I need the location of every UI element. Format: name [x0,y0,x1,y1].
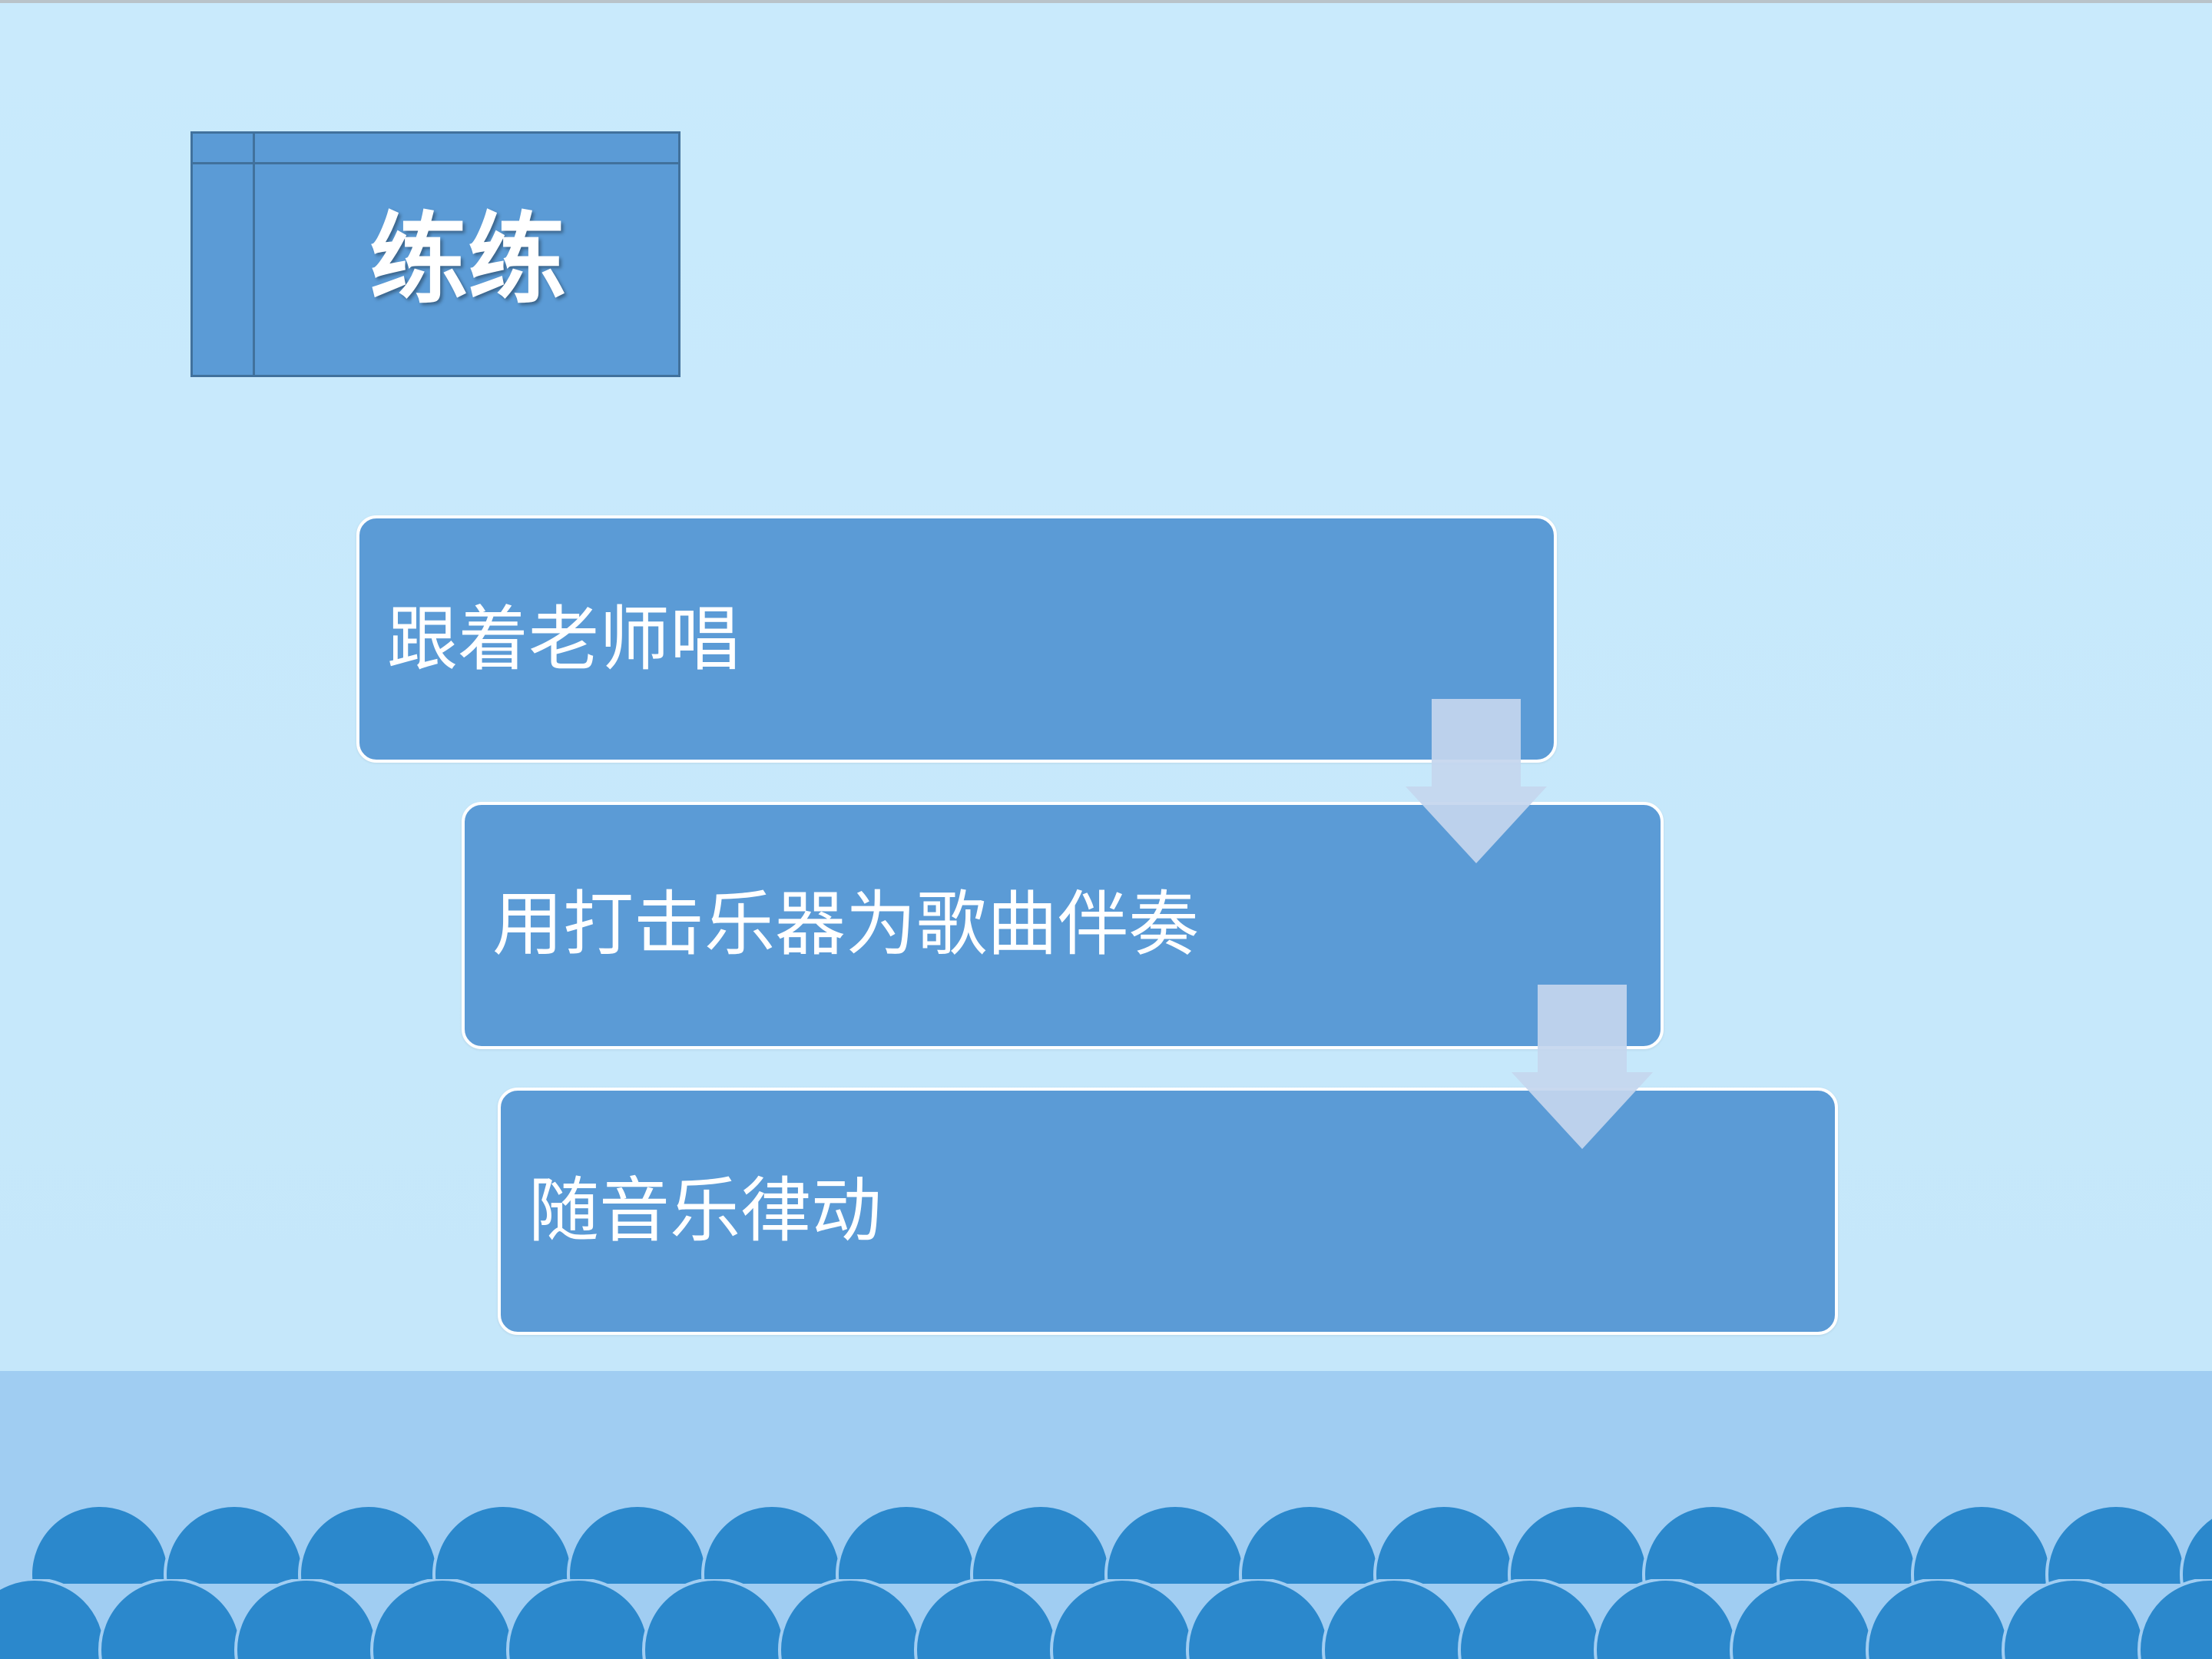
wave-scallop [98,1579,243,1659]
title-box-margin-line [253,134,255,375]
top-border-line [0,0,2212,3]
wave-scallop [234,1579,379,1659]
wave-scallop [2002,1579,2146,1659]
step-box-sing: 跟着老师唱 [356,515,1557,763]
wave-scallop [914,1579,1058,1659]
down-arrow-icon [1406,699,1547,863]
wave-scallop [2180,1515,2212,1584]
wave-scallop [1594,1579,1738,1659]
wave-scallop [0,1579,107,1659]
wave-scallop [642,1579,786,1659]
slide-title: 练练 [369,203,567,317]
wave-scallop [1458,1579,1602,1659]
wave-scallop [506,1579,651,1659]
wave-row-front [0,1579,2212,1659]
step-box-movement: 随音乐律动 [498,1088,1838,1335]
wave-scallop [1322,1579,1466,1659]
title-box-divider [193,162,678,164]
wave-row-back [29,1504,2212,1584]
wave-scallop [1730,1579,1874,1659]
down-arrow-icon [1512,985,1653,1149]
step-label: 用打击乐器为歌曲伴奏 [492,883,1200,965]
wave-scallop [2137,1579,2212,1659]
step-label: 跟着老师唱 [387,598,741,680]
wave-scallop [1050,1579,1194,1659]
title-box: 练练 [190,131,680,377]
wave-scallop [778,1579,922,1659]
step-label: 随音乐律动 [528,1170,882,1252]
wave-scallop [1866,1579,2010,1659]
step-box-percussion: 用打击乐器为歌曲伴奏 [462,802,1664,1049]
wave-scallop [1186,1579,1330,1659]
wave-scallop [370,1579,515,1659]
